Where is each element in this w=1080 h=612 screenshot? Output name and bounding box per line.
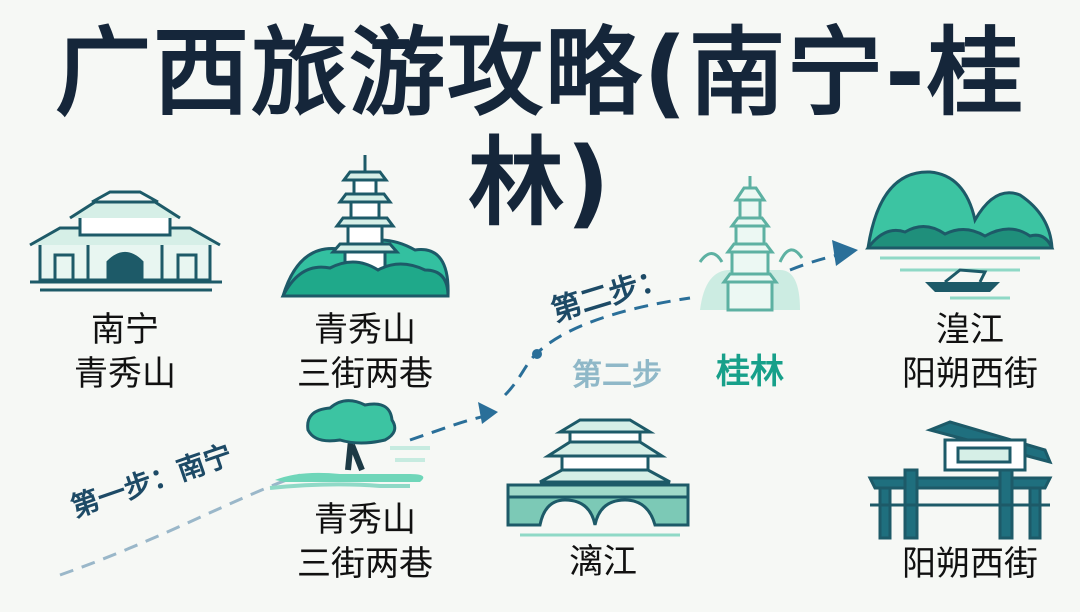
label-lijiang: 漓江 [569,542,637,582]
route-waypoint [532,349,542,359]
route-arrow-icon [478,402,498,424]
route-arrow-icon [832,240,858,266]
lijiang-bridge-icon [506,418,690,537]
label-qingxiu-bottom-line1: 青秀山 [314,500,416,540]
guilin-pagoda-icon [698,176,804,312]
label-qingxiu-top-line1: 青秀山 [314,310,416,350]
karst-mountains-icon [865,170,1055,300]
qingxiu-tree-icon [269,399,430,490]
step2-faint-label: 第二步 [572,358,662,393]
label-qingxiu-bottom-line2: 三街两巷 [297,544,433,584]
travel-route [59,240,858,577]
label-huangjiang-line2: 阳朔西街 [902,354,1038,394]
label-qingxiu-bottom: 青秀山 三街两巷 [285,498,445,586]
label-guilin: 桂林 [716,352,784,392]
qingxiu-pagoda-icon [280,155,450,298]
nanning-gate-icon [29,190,222,292]
label-nanning-line2: 青秀山 [74,354,176,394]
label-qingxiu-top: 青秀山 三街两巷 [285,308,445,396]
label-nanning: 南宁 青秀山 [60,308,190,396]
label-nanning-line1: 南宁 [91,310,159,350]
label-huangjiang-line1: 湟江 [936,310,1004,350]
label-huangjiang: 湟江 阳朔西街 [890,308,1050,396]
boat-icon [925,282,1000,292]
label-qingxiu-top-line2: 三街两巷 [297,354,433,394]
page-title: 广西旅游攻略(南宁-桂林) [55,17,1025,239]
yangshuo-gate-icon [867,420,1053,540]
label-yangshuo: 阳朔西街 [902,544,1038,584]
